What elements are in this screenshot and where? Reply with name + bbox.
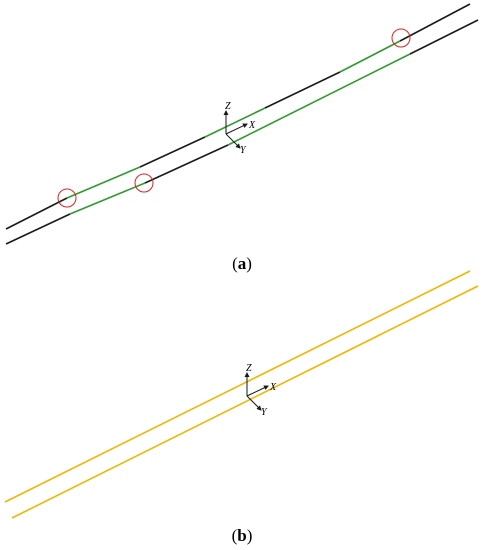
panel-a-marker-circle-3	[391, 28, 411, 48]
panel-b: Z X Y (b)	[4, 270, 479, 545]
panel-a: Z X Y (a)	[5, 3, 479, 273]
panel-a-y-axis	[225, 133, 241, 149]
panel-b-caption-letter: b	[237, 526, 246, 545]
panel-a-lower-line-left	[5, 213, 71, 245]
panel-a-caption-close: )	[246, 254, 252, 273]
panel-a-lower-line-right	[409, 19, 479, 55]
panel-b-y-label: Y	[261, 407, 268, 418]
panel-b-caption-open: (	[232, 526, 238, 545]
panel-a-marker-circle-1	[57, 188, 77, 208]
panel-a-upper-line-left	[5, 197, 68, 230]
panel-a-caption: (a)	[232, 254, 252, 273]
panel-b-upper-line	[4, 270, 471, 503]
panel-b-axis-triad: Z X Y	[244, 363, 277, 418]
panel-a-caption-open: (	[232, 254, 238, 273]
panel-b-x-label: X	[269, 382, 277, 393]
panel-a-axis-triad: Z X Y	[223, 101, 256, 156]
panel-a-upper-line-right-b	[399, 3, 471, 42]
panel-a-x-axis	[225, 123, 248, 135]
panel-a-x-label: X	[248, 120, 256, 131]
panel-a-caption-letter: a	[238, 254, 247, 273]
panel-b-caption-close: )	[247, 526, 253, 545]
panel-a-lower-green-segment-right	[227, 53, 411, 146]
panel-a-upper-line-middle	[139, 136, 206, 168]
panel-a-marker-circle-2	[134, 173, 154, 193]
panel-a-lower-green-segment-left	[69, 182, 146, 215]
panel-a-upper-green-segment-right	[339, 40, 401, 73]
panel-a-upper-green-segment-left	[66, 166, 141, 199]
panel-a-upper-line-right-a	[264, 71, 341, 109]
panel-a-z-label: Z	[225, 101, 231, 112]
panel-b-x-axis	[246, 385, 269, 397]
panel-b-z-label: Z	[246, 363, 252, 374]
panel-b-y-axis	[246, 395, 262, 411]
panel-b-lower-line	[11, 285, 479, 519]
panel-b-caption: (b)	[232, 526, 253, 545]
panel-a-lower-line-middle	[144, 144, 229, 184]
panel-a-y-label: Y	[240, 145, 247, 156]
panel-a-upper-green-segment-center	[204, 107, 266, 138]
